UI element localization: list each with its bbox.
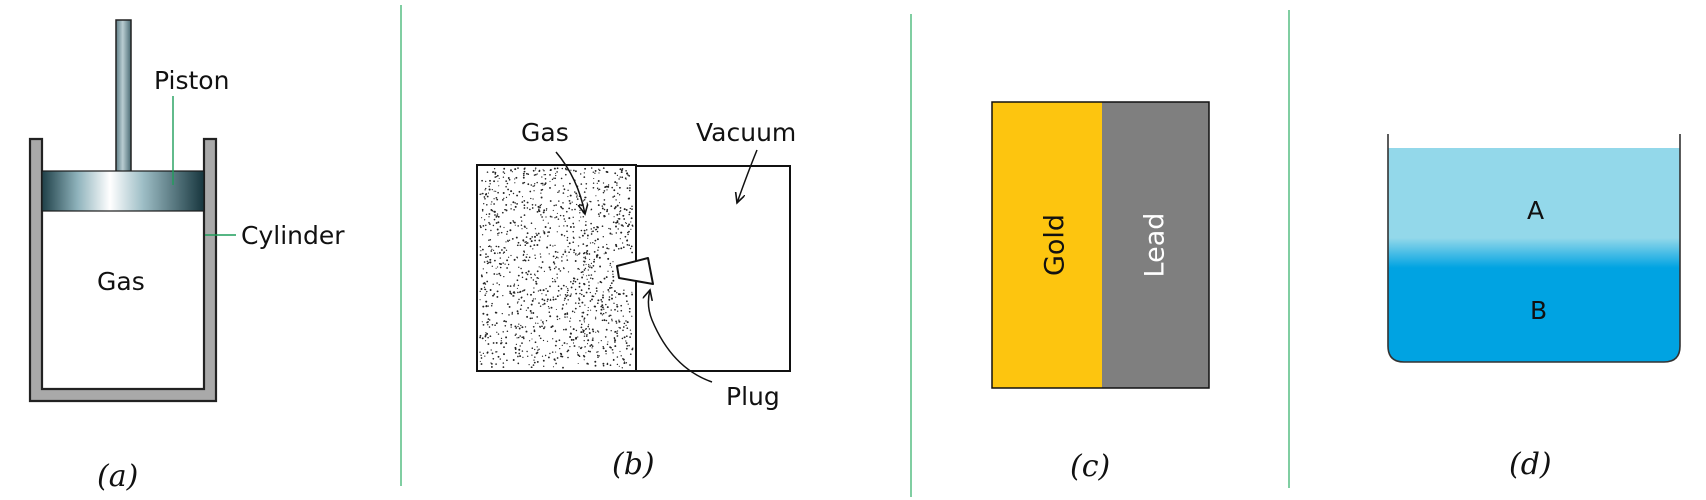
piston-rod [115,19,132,173]
beaker-outline [1387,134,1681,363]
vacuum-chamber [635,165,791,372]
panel-a-piston-cylinder: Piston Cylinder Gas (a) [28,19,345,494]
panel-d-caption: (d) [1509,447,1552,482]
panel-c-metal-blocks: Gold Lead (c) [991,101,1210,484]
plug [616,257,654,285]
panel-a-caption: (a) [97,459,138,494]
gold-label: Gold [1040,214,1071,276]
vacuum-label: Vacuum [696,118,796,147]
gas-label: Gas [97,267,145,296]
lead-block [1102,102,1209,388]
layer-a-label: A [1527,196,1544,225]
plug-arrow [648,290,713,383]
layer-b-label: B [1530,296,1547,325]
gas-stipple [479,167,634,369]
panel-d-liquid-layers: A B (d) [1387,134,1681,482]
piston-head [41,170,205,212]
piston-label: Piston [154,66,229,95]
blocks-outline [991,101,1210,389]
liquid-layers [1388,148,1680,362]
cylinder-label: Cylinder [241,221,345,250]
gold-block [992,102,1102,388]
gas-arrow [555,151,585,214]
lead-label: Lead [1140,213,1171,278]
panel-c-caption: (c) [1070,449,1110,484]
vacuum-arrow [737,149,758,203]
panel-b-caption: (b) [612,447,655,482]
cylinder-wall [28,137,218,403]
panel-b-free-expansion: Gas Vacuum Plug (b) [476,118,796,482]
gas-label-b: Gas [521,118,569,147]
plug-label: Plug [726,382,780,411]
